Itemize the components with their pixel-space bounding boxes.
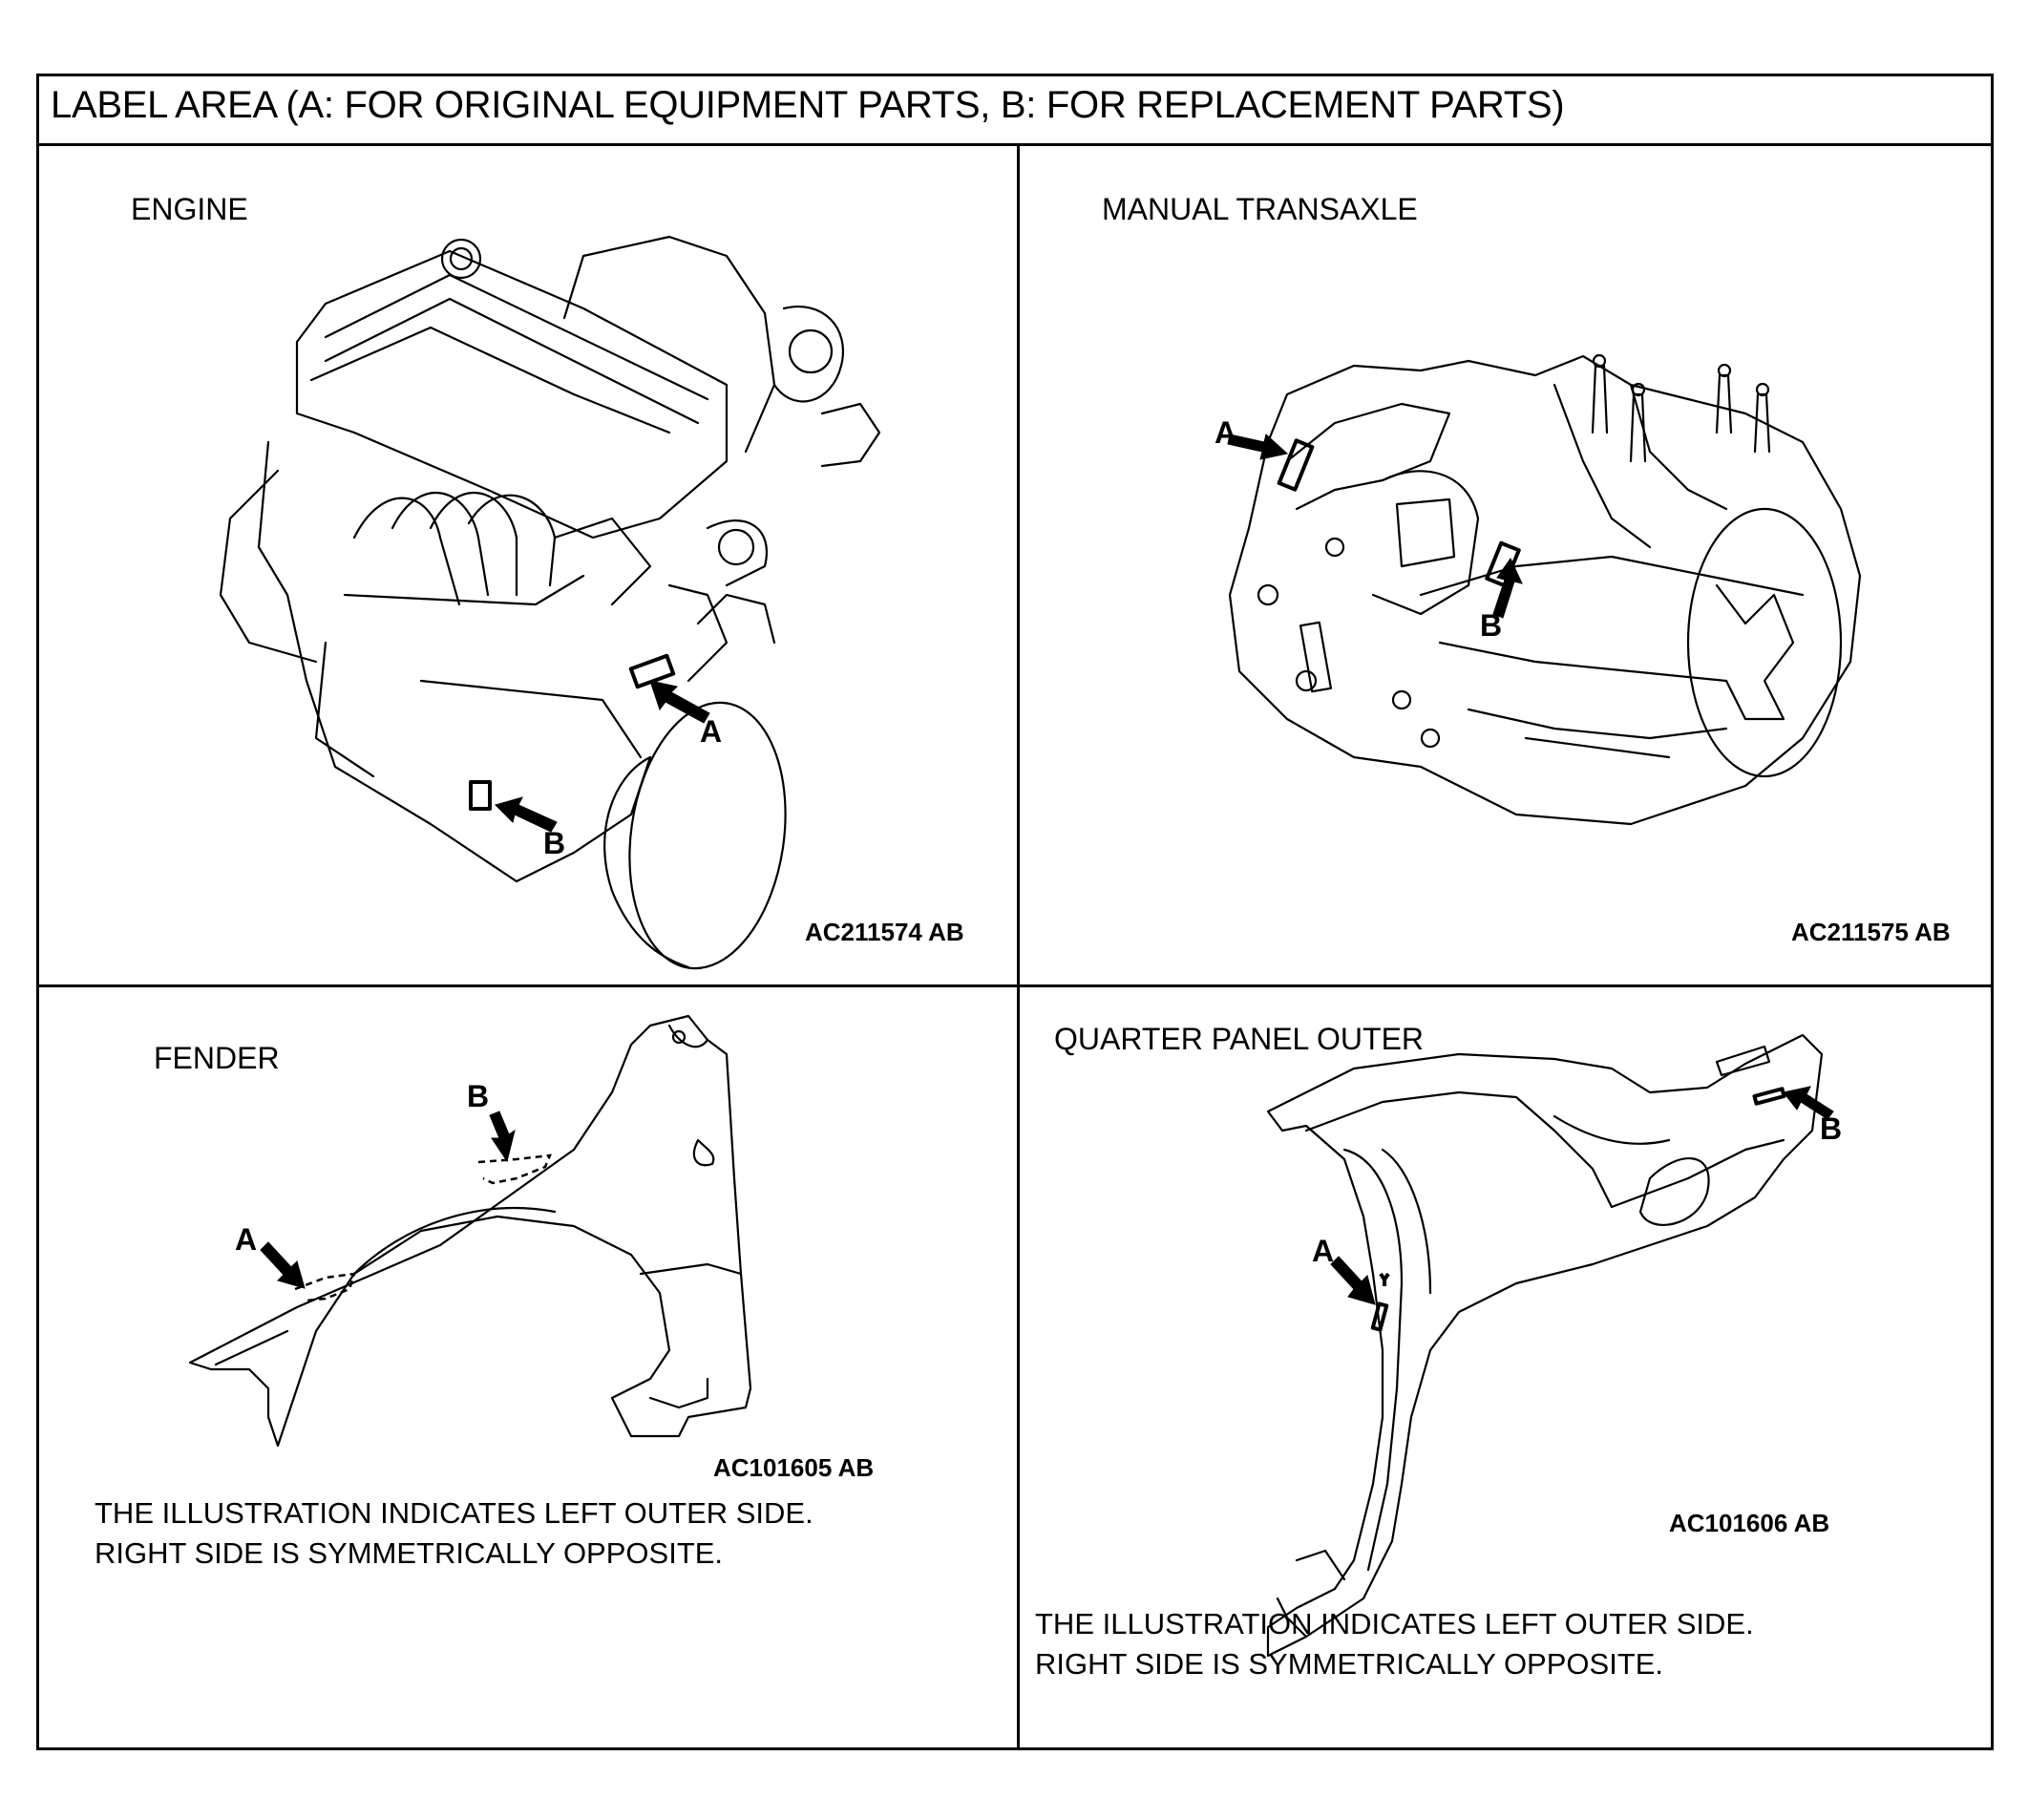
transaxle-label-b: B (1480, 608, 1503, 643)
quarter-note-line1: THE ILLUSTRATION INDICATES LEFT OUTER SI… (1035, 1607, 1754, 1640)
transaxle-illustration (1228, 353, 1862, 826)
engine-title: ENGINE (131, 192, 248, 226)
quarter-panel: QUARTER PANEL OUTER A B AC101606 (1020, 987, 1994, 1751)
quarter-arrow-a (1330, 1256, 1376, 1305)
fender-arrow-a (260, 1241, 306, 1289)
fender-note-line2: RIGHT SIDE IS SYMMETRICALLY OPPOSITE. (95, 1536, 724, 1570)
quarter-note-line2: RIGHT SIDE IS SYMMETRICALLY OPPOSITE. (1035, 1647, 1664, 1681)
transaxle-title: MANUAL TRANSAXLE (1102, 192, 1418, 226)
vertical-divider (1017, 146, 1020, 1750)
fender-panel: FENDER A B AC101605 AB THE ILLUSTRATION … (39, 987, 1017, 1751)
quarter-label-a: A (1312, 1234, 1335, 1268)
engine-label-a: A (700, 714, 723, 749)
transaxle-label-a: A (1215, 415, 1237, 450)
fender-illustration (188, 1014, 752, 1448)
engine-arrow-a (649, 680, 710, 724)
fender-note-line1: THE ILLUSTRATION INDICATES LEFT OUTER SI… (95, 1496, 813, 1530)
fender-title: FENDER (154, 1041, 280, 1075)
fender-note: THE ILLUSTRATION INDICATES LEFT OUTER SI… (95, 1493, 813, 1574)
transaxle-arrow-b (1492, 558, 1523, 619)
fender-label-b: B (467, 1079, 490, 1113)
transaxle-arrow-a (1227, 434, 1289, 460)
transaxle-panel: MANUAL TRANSAXLE (1020, 146, 1994, 984)
quarter-label-b: B (1820, 1111, 1843, 1146)
fender-code: AC101605 AB (713, 1453, 875, 1482)
engine-code: AC211574 AB (805, 918, 964, 946)
engine-illustration (219, 235, 881, 970)
header: LABEL AREA (A: FOR ORIGINAL EQUIPMENT PA… (39, 76, 1991, 146)
fender-label-a: A (235, 1222, 258, 1257)
quarter-note: THE ILLUSTRATION INDICATES LEFT OUTER SI… (1035, 1604, 1754, 1684)
transaxle-code: AC211575 AB (1791, 918, 1951, 946)
engine-label-b: B (543, 826, 566, 860)
engine-panel: ENGINE (39, 146, 1017, 984)
fender-arrow-b (489, 1111, 516, 1163)
quarter-arrow-b (1783, 1086, 1834, 1120)
quarter-code: AC101606 AB (1669, 1509, 1830, 1537)
diagram-frame: LABEL AREA (A: FOR ORIGINAL EQUIPMENT PA… (36, 74, 1994, 1750)
page-title: LABEL AREA (A: FOR ORIGINAL EQUIPMENT PA… (51, 84, 1565, 126)
quarter-title: QUARTER PANEL OUTER (1054, 1022, 1425, 1056)
quarter-illustration (1266, 1033, 1824, 1658)
engine-arrow-b (495, 796, 558, 833)
horizontal-divider (39, 984, 1991, 987)
